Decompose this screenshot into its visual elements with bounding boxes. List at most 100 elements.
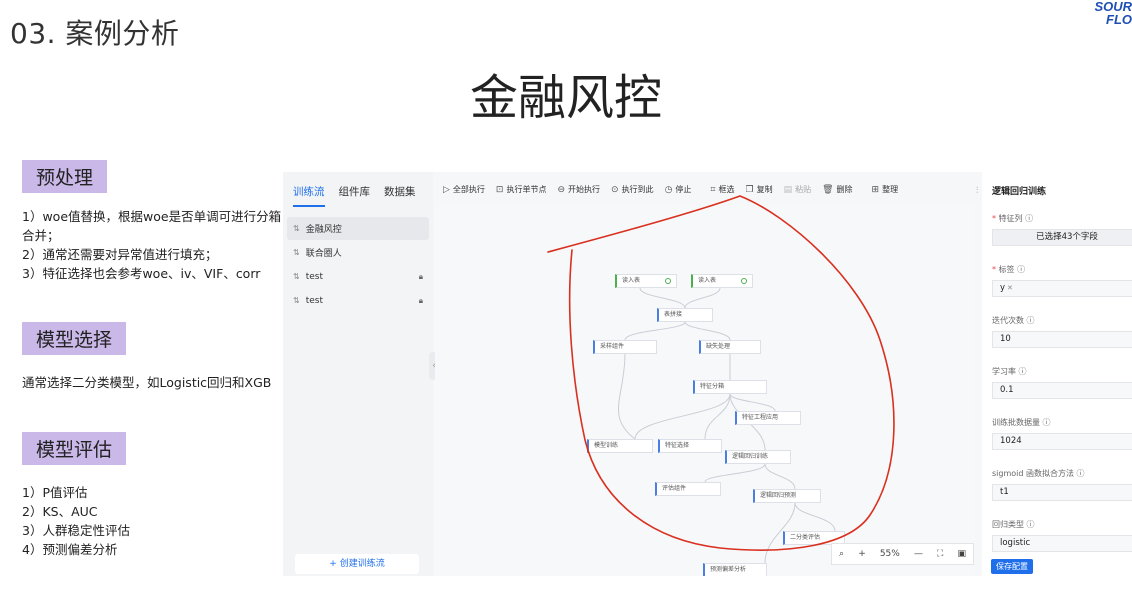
flow-node[interactable]: 预测偏差分析 bbox=[703, 563, 767, 576]
section-model-select: 模型选择 通常选择二分类模型，如Logistic回归和XGB bbox=[22, 322, 284, 392]
copy-icon: ❐ bbox=[745, 184, 754, 195]
status-dot bbox=[665, 278, 671, 284]
save-config-button[interactable]: 保存配置 bbox=[991, 559, 1033, 574]
flow-item[interactable]: ⇅ 金融风控 bbox=[287, 217, 429, 240]
box-select-button[interactable]: ⌗框选 bbox=[710, 184, 735, 195]
minimap-icon[interactable]: ▣ bbox=[957, 549, 966, 559]
section-body: 1）woe值替换，根据woe是否单调可进行分箱合并； 2）通常还需要对异常值进行… bbox=[22, 209, 282, 281]
box-select-icon: ⌗ bbox=[710, 184, 716, 195]
flow-node[interactable]: 缺失处理 bbox=[699, 340, 761, 354]
section-header: 模型评估 bbox=[22, 432, 127, 465]
feature-columns-label: * 特征列 ⓘ bbox=[992, 214, 1034, 223]
flow-node[interactable]: 逻辑回归训练 bbox=[725, 450, 791, 464]
label-column-label: * 标签 ⓘ bbox=[992, 265, 1026, 274]
flow-node[interactable]: 表拼接 bbox=[657, 308, 713, 322]
flow-name: test bbox=[305, 271, 323, 282]
learning-rate-label: 学习率 ⓘ bbox=[992, 367, 1027, 376]
section-header: 模型选择 bbox=[22, 322, 127, 355]
collapse-sidebar-handle[interactable]: ‹ bbox=[429, 352, 439, 380]
help-icon: ⓘ bbox=[1018, 367, 1027, 376]
help-icon: ⓘ bbox=[1042, 418, 1051, 427]
properties-title: 逻辑回归训练 bbox=[992, 187, 1047, 197]
help-icon: ⓘ bbox=[1025, 214, 1034, 223]
batch-size-input[interactable]: 1024 bbox=[992, 433, 1132, 450]
sidebar: 训练流 组件库 数据集 ⇅ 金融风控 ⇅ 联合圈人 ⇅ test 🔒︎ ⇅ te… bbox=[283, 172, 433, 576]
copy-button[interactable]: ❐复制 bbox=[745, 184, 773, 195]
paste-button[interactable]: ▤粘贴 bbox=[783, 184, 812, 195]
tab-dataset[interactable]: 数据集 bbox=[384, 186, 416, 198]
flow-name: test bbox=[305, 295, 323, 306]
trash-icon: 🗑︎ bbox=[822, 184, 834, 195]
sidebar-tabs: 训练流 组件库 数据集 bbox=[283, 172, 433, 207]
lock-icon: 🔒︎ bbox=[418, 295, 423, 305]
label-column-select[interactable]: y✕ bbox=[992, 280, 1132, 297]
tab-component-library[interactable]: 组件库 bbox=[338, 186, 371, 198]
flow-node[interactable]: 特征工程应用 bbox=[735, 411, 801, 425]
flow-item[interactable]: ⇅ test 🔒︎ bbox=[287, 289, 429, 312]
section-header: 预处理 bbox=[22, 160, 108, 193]
search-icon[interactable]: ⌕ bbox=[839, 549, 845, 559]
tab-training-flow[interactable]: 训练流 bbox=[293, 184, 325, 207]
zoom-level: 55% bbox=[879, 549, 900, 559]
play-icon: ▷ bbox=[443, 184, 450, 195]
zoom-out-icon[interactable]: — bbox=[913, 549, 923, 559]
zoom-controls: ⌕ + 55% — ⛶ ▣ bbox=[831, 543, 974, 565]
section-preprocess: 预处理 1）woe值替换，根据woe是否单调可进行分箱合并； 2）通常还需要对异… bbox=[22, 160, 284, 283]
logo-bottom-text: FLO bbox=[1106, 12, 1132, 27]
fit-view-icon[interactable]: ⛶ bbox=[937, 549, 944, 559]
flow-icon: ⇅ bbox=[293, 224, 300, 233]
flow-icon: ⇅ bbox=[293, 272, 300, 281]
start-run-button[interactable]: ⊖开始执行 bbox=[557, 184, 601, 195]
flow-node[interactable]: 评估组件 bbox=[655, 482, 721, 496]
lock-icon: 🔒︎ bbox=[418, 271, 423, 281]
iterations-label: 迭代次数 ⓘ bbox=[992, 316, 1035, 325]
flow-node[interactable]: 读入表 bbox=[615, 274, 677, 288]
flow-node[interactable]: 模型训练 bbox=[587, 439, 653, 453]
label-tag: y✕ bbox=[1000, 283, 1013, 293]
regression-type-label: 回归类型 ⓘ bbox=[992, 520, 1035, 529]
help-icon: ⓘ bbox=[1026, 316, 1035, 325]
flow-item[interactable]: ⇅ test 🔒︎ bbox=[287, 265, 429, 288]
flow-name: 金融风控 bbox=[305, 225, 342, 235]
run-to-icon: ⊙ bbox=[611, 184, 619, 195]
flow-canvas[interactable]: 读入表 读入表 表拼接 采样组件 缺失处理 特征分箱 特征工程应用 模型训练 特… bbox=[435, 206, 975, 576]
create-flow-button[interactable]: + 创建训练流 bbox=[295, 554, 419, 574]
status-dot bbox=[741, 278, 747, 284]
properties-panel: 逻辑回归训练 * 特征列 ⓘ 已选择43个字段 * 标签 ⓘ y✕ 迭代次数 ⓘ… bbox=[982, 172, 1132, 576]
flow-item[interactable]: ⇅ 联合圈人 bbox=[287, 241, 429, 264]
run-all-button[interactable]: ▷全部执行 bbox=[443, 184, 485, 195]
panel-toggle-icon[interactable]: ⫶ bbox=[976, 186, 979, 196]
flow-node[interactable]: 特征分箱 bbox=[693, 380, 767, 394]
flow-node[interactable]: 读入表 bbox=[691, 274, 753, 288]
section-model-eval: 模型评估 1）P值评估 2）KS、AUC 3）人群稳定性评估 4）预测偏差分析 bbox=[22, 432, 284, 559]
slide-title: 03. 案例分析 bbox=[10, 17, 180, 50]
iterations-input[interactable]: 10 bbox=[992, 331, 1132, 348]
flow-node[interactable]: 逻辑回归预测 bbox=[753, 489, 821, 503]
main-heading: 金融风控 bbox=[469, 70, 662, 126]
regression-type-select[interactable]: logistic bbox=[992, 535, 1132, 552]
node-run-icon: ⊡ bbox=[495, 184, 504, 195]
help-icon: ⓘ bbox=[1017, 265, 1026, 274]
stop-button[interactable]: ◷停止 bbox=[664, 184, 692, 195]
flow-node[interactable]: 采样组件 bbox=[593, 340, 657, 354]
flow-node[interactable]: 特征选择 bbox=[658, 439, 722, 453]
canvas-toolbar: ▷全部执行 ⊡执行单节点 ⊖开始执行 ⊙执行到此 ◷停止 ⌗框选 ❐复制 ▤粘贴… bbox=[443, 184, 898, 195]
flow-icon: ⇅ bbox=[293, 248, 300, 257]
training-flow-app: 训练流 组件库 数据集 ⇅ 金融风控 ⇅ 联合圈人 ⇅ test 🔒︎ ⇅ te… bbox=[283, 172, 1132, 576]
delete-button[interactable]: 🗑︎删除 bbox=[822, 184, 853, 195]
feature-columns-selector[interactable]: 已选择43个字段 bbox=[992, 229, 1132, 246]
learning-rate-input[interactable]: 0.1 bbox=[992, 382, 1132, 399]
close-icon[interactable]: ✕ bbox=[1007, 284, 1013, 292]
run-node-button[interactable]: ⊡执行单节点 bbox=[495, 184, 547, 195]
arrange-button[interactable]: ⊞整理 bbox=[871, 184, 899, 195]
zoom-in-icon[interactable]: + bbox=[858, 549, 866, 559]
brand-logo: SOUR FLO bbox=[1076, 0, 1132, 30]
help-icon: ⓘ bbox=[1076, 469, 1085, 478]
sigmoid-method-select[interactable]: t1 bbox=[992, 484, 1132, 501]
flow-icon: ⇅ bbox=[293, 296, 300, 305]
flow-list: ⇅ 金融风控 ⇅ 联合圈人 ⇅ test 🔒︎ ⇅ test 🔒︎ bbox=[283, 217, 433, 312]
logo-top-text: SOUR bbox=[1094, 0, 1132, 14]
start-icon: ⊖ bbox=[557, 184, 566, 195]
run-to-here-button[interactable]: ⊙执行到此 bbox=[611, 184, 654, 195]
stop-icon: ◷ bbox=[664, 184, 673, 195]
